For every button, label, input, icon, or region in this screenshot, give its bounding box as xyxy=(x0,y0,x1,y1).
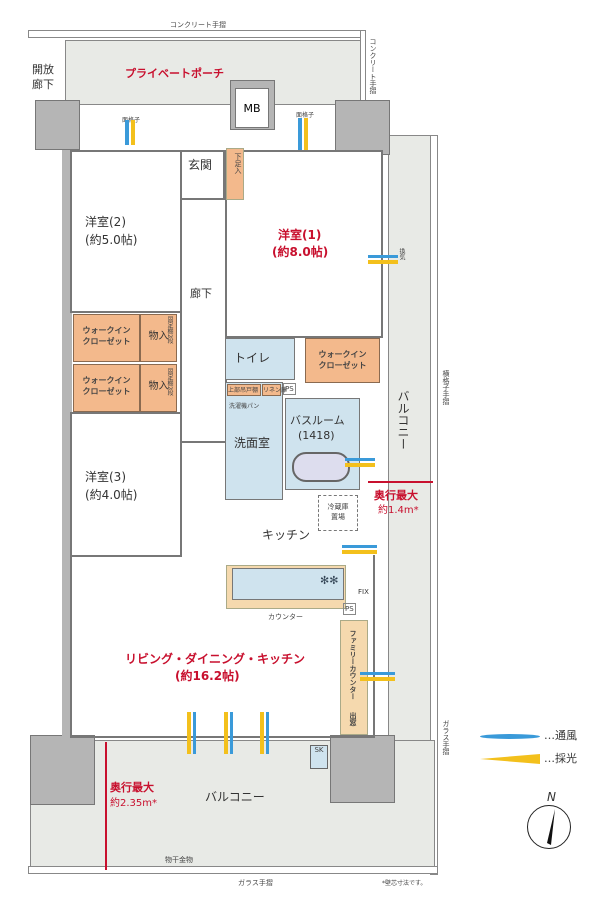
right-rail-label: 横格子手摺 xyxy=(442,370,450,405)
wind-legend-label: …通風 xyxy=(544,729,577,742)
wall-left xyxy=(62,150,72,740)
meter-box: MB xyxy=(235,88,269,128)
vent-window-label: 換気 xyxy=(398,248,405,260)
bottom-rail xyxy=(28,866,438,874)
stove-icon: ✻✻ xyxy=(320,574,339,587)
fridge-space: 冷蔵庫 置場 xyxy=(318,495,358,531)
depth-arrow-right xyxy=(368,481,433,483)
room-3-size: (約4.0帖) xyxy=(85,488,138,502)
washer-pan: 洗濯機パン xyxy=(229,403,260,410)
light-mark xyxy=(345,463,375,467)
light-mark xyxy=(342,550,377,554)
shelf-label-2: 固定棚2段 xyxy=(166,368,173,396)
depth-bottom-value: 約2.35m* xyxy=(110,798,158,809)
laundry-hanger-label: 物干金物 xyxy=(165,856,193,864)
wind-mark xyxy=(298,118,302,150)
room-3 xyxy=(70,412,182,557)
wind-mark xyxy=(230,712,233,754)
wind-mark xyxy=(342,545,377,548)
footnote: *壁芯寸法です。 xyxy=(382,880,427,887)
washroom xyxy=(225,382,283,500)
room-1-name: 洋室(1) xyxy=(278,228,322,242)
shelf-label-1: 固定棚2段 xyxy=(166,316,173,344)
toilet: トイレ xyxy=(225,338,295,380)
light-mark xyxy=(368,260,398,264)
bathtub xyxy=(292,452,350,482)
wind-mark xyxy=(345,458,375,461)
walk-in-closet-1: ウォークイン クローゼット xyxy=(73,314,140,362)
room-3-name: 洋室(3) xyxy=(85,470,126,484)
private-porch xyxy=(65,40,361,105)
walk-in-closet-2: ウォークイン クローゼット xyxy=(73,364,140,412)
depth-arrow-bottom xyxy=(105,742,107,870)
compass-north-label: N xyxy=(547,790,556,804)
compass-icon xyxy=(527,805,571,849)
room-2-size: (約5.0帖) xyxy=(85,233,138,247)
light-mark xyxy=(260,712,264,754)
wind-mark xyxy=(368,255,398,258)
bottom-rail-label: ガラス手摺 xyxy=(238,879,273,887)
right-top-rail-label: コンクリート手摺 xyxy=(369,38,377,94)
room-2-name: 洋室(2) xyxy=(85,215,126,229)
pipe-space-2: PS xyxy=(343,603,356,615)
porch-label: プライベートポーチ xyxy=(125,67,224,80)
open-corridor-label: 開放 廊下 xyxy=(32,63,54,91)
upper-cabinet: 上部吊戸棚 xyxy=(227,384,261,396)
wall-bottom-left xyxy=(30,735,95,805)
room-2 xyxy=(70,150,182,313)
top-rail-label: コンクリート手摺 xyxy=(170,21,226,29)
room-1 xyxy=(225,150,383,338)
washroom-label: 洗面室 xyxy=(234,436,271,450)
walk-in-closet-3: ウォークイン クローゼット xyxy=(305,338,380,383)
wall-top-right xyxy=(335,100,390,155)
bottom-balcony-label: バルコニー xyxy=(205,790,265,804)
top-rail xyxy=(28,30,364,38)
room-1-size: (約8.0帖) xyxy=(272,245,329,259)
ldk-name: リビング・ダイニング・キッチン xyxy=(125,652,306,666)
kitchen-label: キッチン xyxy=(262,528,311,542)
window-grille-label-2: 面格子 xyxy=(296,112,315,119)
genkan-label: 玄関 xyxy=(188,158,213,172)
wind-legend-swatch xyxy=(480,734,540,739)
storage-2: 物入 xyxy=(140,364,177,412)
wall-top-left xyxy=(35,100,80,150)
bay-window-label: 出窓 xyxy=(349,712,357,726)
shoe-cabinet: 下足入 xyxy=(226,148,244,200)
depth-right-title: 奥行最大 xyxy=(374,489,418,502)
bath-size: (1418) xyxy=(298,429,335,442)
slop-sink: SK xyxy=(310,745,328,769)
pipe-space-1: PS xyxy=(283,383,296,395)
kitchen-sink-stove xyxy=(232,568,344,600)
bath-name: バスルーム xyxy=(290,414,345,427)
storage-1: 物入 xyxy=(140,314,177,362)
light-mark xyxy=(304,118,308,150)
linen-cabinet: リネン庫 xyxy=(262,384,287,396)
right-balcony-label: バルコニー xyxy=(396,390,410,450)
right-bottom-rail-label: ガラス手摺 xyxy=(442,720,450,755)
legend: …通風 …採光 xyxy=(480,728,605,768)
light-legend-label: …採光 xyxy=(544,752,577,765)
depth-right-value: 約1.4m* xyxy=(378,505,419,516)
light-mark xyxy=(360,677,395,681)
ldk-size: (約16.2帖) xyxy=(175,669,240,683)
family-counter xyxy=(340,620,368,735)
wind-mark xyxy=(193,712,196,754)
ldk xyxy=(70,555,375,738)
light-mark xyxy=(187,712,191,754)
fix-label: FIX xyxy=(358,588,369,596)
wall-bottom-right xyxy=(330,735,395,803)
wind-mark xyxy=(360,672,395,675)
right-rail xyxy=(430,135,438,875)
wind-mark xyxy=(125,120,129,145)
wind-mark xyxy=(266,712,269,754)
hallway-label: 廊下 xyxy=(190,287,212,300)
light-mark xyxy=(131,120,135,145)
hallway xyxy=(180,198,227,443)
light-mark xyxy=(224,712,228,754)
depth-bottom-title: 奥行最大 xyxy=(110,781,154,794)
counter-label: カウンター xyxy=(268,613,303,621)
light-legend-swatch xyxy=(480,754,540,764)
family-counter-label: ファミリーカウンター xyxy=(349,630,357,700)
